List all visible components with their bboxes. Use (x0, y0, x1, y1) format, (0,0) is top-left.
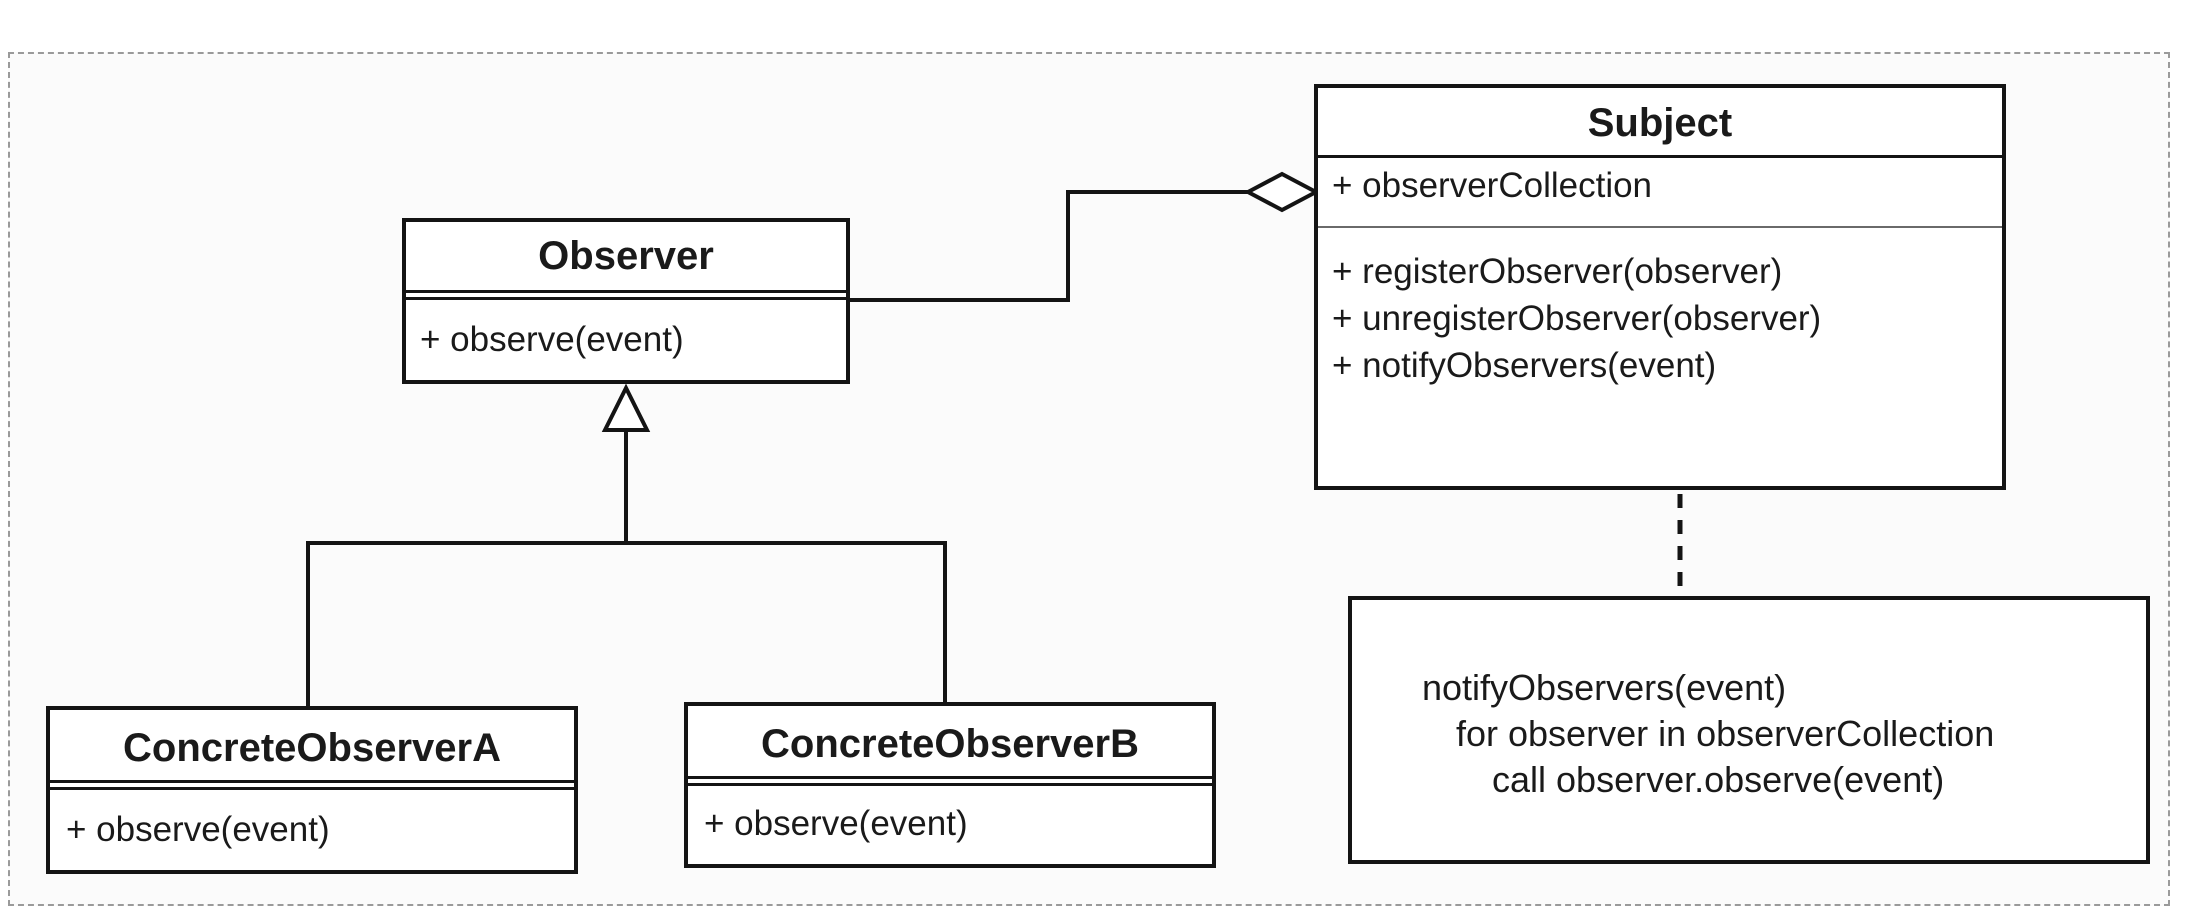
note-line: notifyObservers(event) (1422, 667, 1787, 708)
aggregation-diamond (1243, 171, 1321, 213)
observer-title: Observer (538, 234, 714, 278)
concrete-observer-a-methods: + observe(event) (50, 790, 574, 847)
subject-methods: + registerObserver(observer) + unregiste… (1318, 228, 2002, 395)
method-line: + unregisterObserver(observer) (1332, 299, 1822, 338)
note-box: notifyObservers(event) for observer in o… (1348, 596, 2150, 864)
concrete-observer-b-divider (688, 776, 1212, 786)
aggregation-line (850, 190, 1248, 302)
inheritance-line-a (306, 541, 626, 708)
note-line: for observer in observerCollection (1456, 713, 1995, 754)
subject-title: Subject (1318, 88, 2002, 158)
note-line: call observer.observe(event) (1492, 759, 1945, 800)
concrete-observer-a-title: ConcreteObserverA (123, 726, 501, 770)
subject-class: Subject + observerCollection + registerO… (1314, 84, 2006, 490)
method-line: + observe(event) (420, 320, 684, 359)
concrete-observer-b-methods: + observe(event) (688, 786, 1212, 841)
concrete-observer-a-divider (50, 780, 574, 790)
attribute-line: + observerCollection (1332, 166, 1653, 205)
inheritance-line-b (626, 541, 947, 703)
observer-divider (406, 290, 846, 300)
concrete-observer-b-class: ConcreteObserverB + observe(event) (684, 702, 1216, 868)
subject-attributes: + observerCollection (1318, 158, 2002, 226)
method-line: + observe(event) (66, 810, 330, 849)
concrete-observer-b-title: ConcreteObserverB (761, 722, 1139, 766)
subject-divider (1318, 226, 2002, 228)
method-line: + observe(event) (704, 804, 968, 843)
concrete-observer-a-class: ConcreteObserverA + observe(event) (46, 706, 578, 874)
observer-methods: + observe(event) (406, 300, 846, 357)
method-line: + registerObserver(observer) (1332, 252, 1783, 291)
method-line: + notifyObservers(event) (1332, 346, 1717, 385)
observer-class: Observer + observe(event) (402, 218, 850, 384)
inheritance-triangle (601, 383, 651, 432)
